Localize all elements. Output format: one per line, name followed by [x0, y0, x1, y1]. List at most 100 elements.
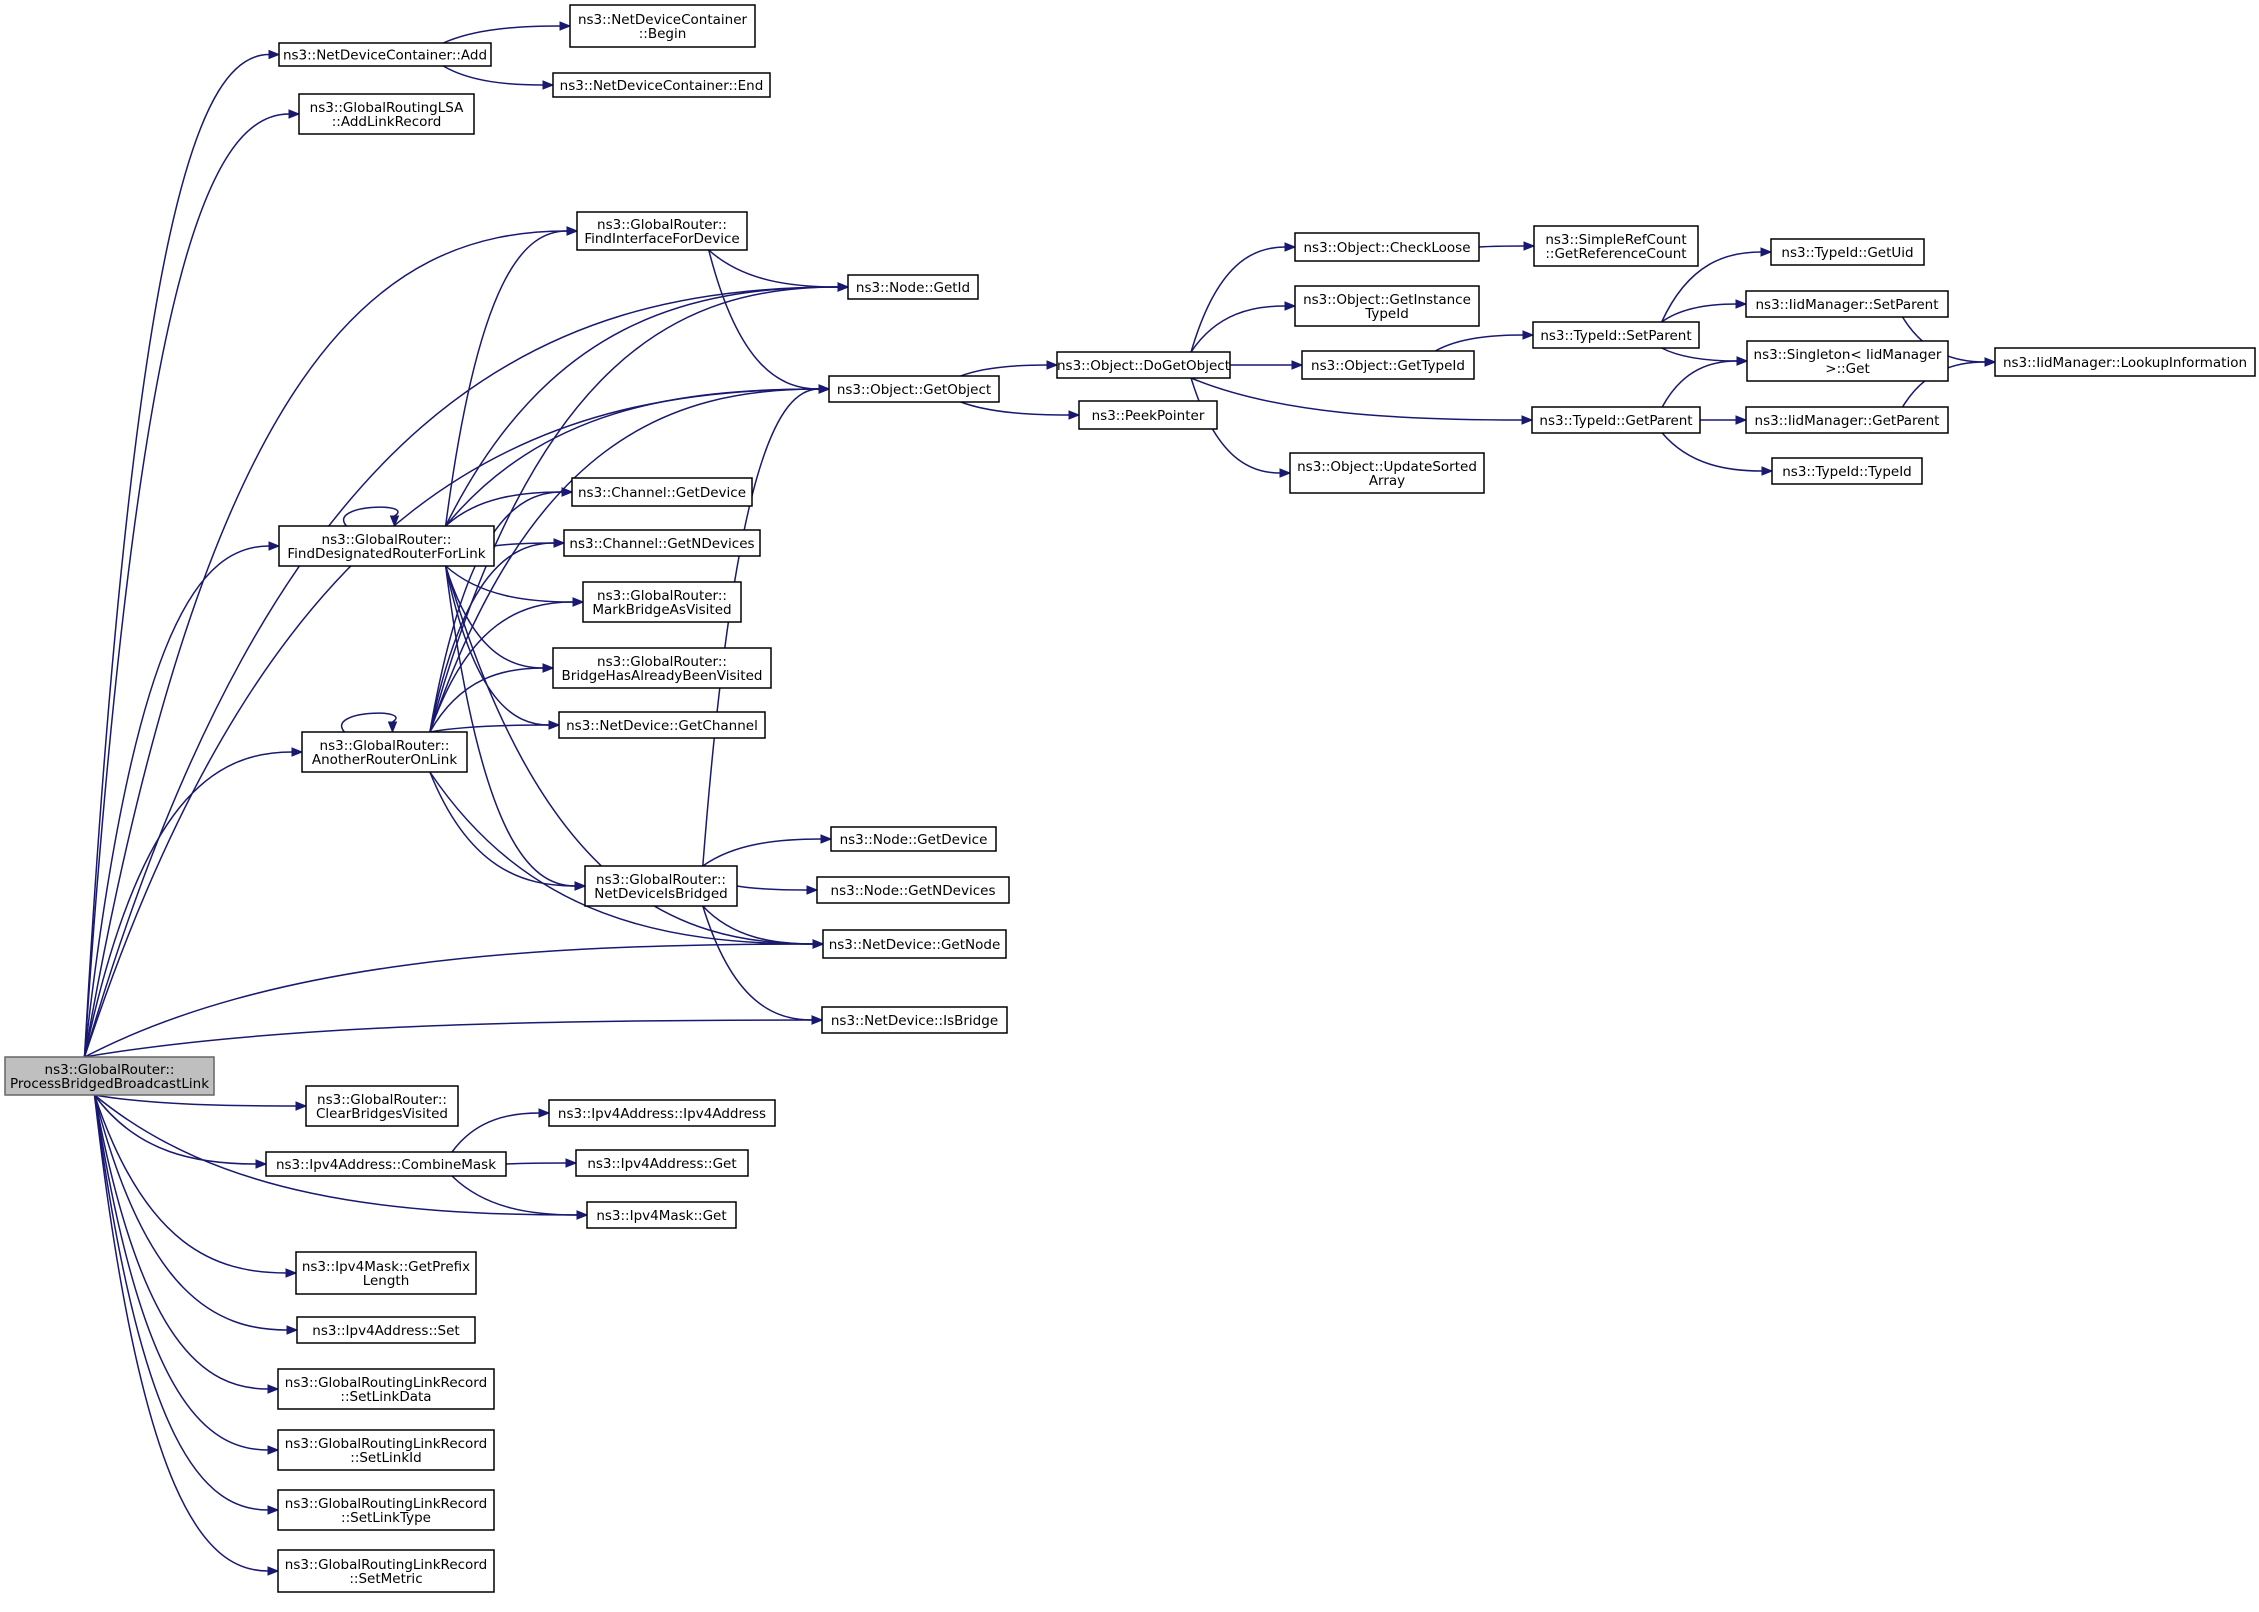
- edge-ndib-to-nd-isbridge: [702, 905, 824, 1025]
- node-ch-getdevice[interactable]: ns3::Channel::GetDevice: [571, 477, 753, 507]
- edge-root-to-glr-setlinkid: [93, 1094, 280, 1455]
- edge-arol-to-arol: [340, 712, 398, 734]
- node-label: BridgeHasAlreadyBeenVisited: [562, 668, 763, 684]
- edge-root-to-fdrfl: [83, 541, 281, 1058]
- edge-root-to-cbv: [94, 1094, 308, 1111]
- node-obj-getobject[interactable]: ns3::Object::GetObject: [828, 375, 1000, 403]
- node-singleton-get[interactable]: ns3::Singleton< IidManager>::Get: [1746, 340, 1949, 382]
- node-label: ::SetMetric: [349, 1571, 422, 1587]
- edge-obj-dogetobject-to-tid-getparent: [1190, 377, 1534, 425]
- node-src-getrefcount[interactable]: ns3::SimpleRefCount::GetReferenceCount: [1533, 225, 1699, 267]
- node-glr-setlinktype[interactable]: ns3::GlobalRoutingLinkRecord::SetLinkTyp…: [277, 1489, 495, 1531]
- node-label: AnotherRouterOnLink: [312, 752, 458, 768]
- node-mask-get[interactable]: ns3::Ipv4Mask::Get: [586, 1201, 737, 1229]
- edge-arol-to-ch-getndevices: [429, 538, 566, 733]
- node-ipv4-get[interactable]: ns3::Ipv4Address::Get: [575, 1149, 749, 1177]
- node-ch-getndevices[interactable]: ns3::Channel::GetNDevices: [563, 529, 761, 557]
- node-bhabv[interactable]: ns3::GlobalRouter::BridgeHasAlreadyBeenV…: [552, 647, 772, 689]
- node-label: ns3::Channel::GetNDevices: [569, 536, 754, 552]
- node-lsa-add[interactable]: ns3::GlobalRoutingLSA::AddLinkRecord: [298, 93, 475, 135]
- node-label: ns3::GlobalRouter::: [322, 532, 452, 548]
- node-node-getndevices[interactable]: ns3::Node::GetNDevices: [816, 876, 1010, 904]
- node-label: ns3::Ipv4Address::Ipv4Address: [558, 1106, 766, 1122]
- node-glr-setmetric[interactable]: ns3::GlobalRoutingLinkRecord::SetMetric: [277, 1549, 495, 1593]
- node-label: ns3::TypeId::SetParent: [1540, 328, 1691, 344]
- node-label: TypeId: [1364, 306, 1409, 322]
- edge-fdrfl-to-fifd: [444, 226, 579, 527]
- node-label: ns3::IidManager::GetParent: [1755, 413, 1940, 429]
- node-obj-gettypeid[interactable]: ns3::Object::GetTypeId: [1301, 350, 1475, 380]
- node-tid-typeid[interactable]: ns3::TypeId::TypeId: [1771, 457, 1923, 485]
- node-nd-getchannel[interactable]: ns3::NetDevice::GetChannel: [558, 711, 766, 739]
- edge-root-to-ndc-add: [83, 49, 281, 1058]
- node-label: ns3::Object::UpdateSorted: [1297, 459, 1477, 475]
- node-ndc-begin[interactable]: ns3::NetDeviceContainer::Begin: [569, 4, 756, 48]
- node-ipv4-ctor[interactable]: ns3::Ipv4Address::Ipv4Address: [548, 1099, 776, 1127]
- node-nd-isbridge[interactable]: ns3::NetDevice::IsBridge: [821, 1006, 1008, 1034]
- edge-ipv4-combine-to-mask-get: [451, 1175, 589, 1220]
- node-label: ns3::GlobalRoutingLinkRecord: [285, 1496, 487, 1512]
- node-arol[interactable]: ns3::GlobalRouter::AnotherRouterOnLink: [301, 731, 468, 773]
- node-cbv[interactable]: ns3::GlobalRouter::ClearBridgesVisited: [305, 1085, 459, 1127]
- node-ndc-end[interactable]: ns3::NetDeviceContainer::End: [552, 72, 771, 98]
- node-mark[interactable]: ns3::GlobalRouter::MarkBridgeAsVisited: [582, 581, 742, 623]
- edge-ipv4-combine-to-ipv4-get: [505, 1158, 578, 1168]
- node-tid-getuid[interactable]: ns3::TypeId::GetUid: [1770, 238, 1925, 266]
- node-label: ns3::Node::GetNDevices: [831, 883, 996, 899]
- node-glr-setlinkid[interactable]: ns3::GlobalRoutingLinkRecord::SetLinkId: [277, 1429, 495, 1471]
- edge-root-to-ipv4-set: [93, 1094, 299, 1335]
- node-iid-lookup[interactable]: ns3::IidManager::LookupInformation: [1994, 347, 2256, 377]
- node-label: ns3::Node::GetDevice: [840, 832, 988, 848]
- edge-ipv4-combine-to-ipv4-ctor: [451, 1108, 551, 1153]
- node-iid-getparent[interactable]: ns3::IidManager::GetParent: [1745, 406, 1949, 434]
- edge-ndib-to-obj-getobject: [702, 384, 831, 867]
- node-glr-setlinkdata[interactable]: ns3::GlobalRoutingLinkRecord::SetLinkDat…: [277, 1368, 495, 1410]
- node-obj-checkloose[interactable]: ns3::Object::CheckLoose: [1294, 232, 1480, 262]
- node-label: ::GetReferenceCount: [1545, 246, 1686, 262]
- node-nd-getnode[interactable]: ns3::NetDevice::GetNode: [822, 929, 1007, 959]
- edge-tid-getparent-to-singleton-get: [1661, 356, 1749, 408]
- node-ipv4-combine[interactable]: ns3::Ipv4Address::CombineMask: [265, 1151, 507, 1177]
- node-tid-setparent[interactable]: ns3::TypeId::SetParent: [1532, 321, 1700, 349]
- node-label: ns3::GlobalRouter::: [597, 588, 727, 604]
- edge-ndc-add-to-ndc-begin: [442, 21, 572, 44]
- node-fifd[interactable]: ns3::GlobalRouter::FindInterfaceForDevic…: [576, 211, 748, 251]
- edge-root-to-ipv4-combine: [93, 1094, 268, 1169]
- node-obj-dogetobject[interactable]: ns3::Object::DoGetObject: [1056, 351, 1231, 379]
- node-label: ns3::Ipv4Address::Set: [312, 1323, 459, 1339]
- node-label: ns3::Object::DoGetObject: [1057, 358, 1230, 374]
- node-iid-setparent[interactable]: ns3::IidManager::SetParent: [1745, 290, 1949, 318]
- node-fdrfl[interactable]: ns3::GlobalRouter::FindDesignatedRouterF…: [278, 525, 495, 567]
- node-node-getdevice[interactable]: ns3::Node::GetDevice: [830, 826, 997, 852]
- edge-arol-to-node-getid: [429, 282, 850, 733]
- node-label: ns3::Object::GetTypeId: [1311, 358, 1465, 374]
- edge-obj-getobject-to-peek: [960, 401, 1081, 420]
- node-ipv4-set[interactable]: ns3::Ipv4Address::Set: [296, 1316, 476, 1344]
- node-root[interactable]: ns3::GlobalRouter::ProcessBridgedBroadca…: [4, 1056, 215, 1096]
- node-label: FindDesignatedRouterForLink: [287, 546, 485, 562]
- node-ndib[interactable]: ns3::GlobalRouter::NetDeviceIsBridged: [584, 865, 738, 907]
- node-label: ns3::Node::GetId: [856, 280, 970, 296]
- node-label: ns3::GlobalRouter::: [317, 1092, 447, 1108]
- node-node-getid[interactable]: ns3::Node::GetId: [847, 274, 979, 300]
- node-label: >::Get: [1825, 361, 1869, 377]
- edge-tid-getparent-to-tid-typeid: [1661, 432, 1774, 476]
- node-label: MarkBridgeAsVisited: [592, 602, 731, 618]
- node-tid-getparent[interactable]: ns3::TypeId::GetParent: [1531, 406, 1701, 434]
- node-label: ProcessBridgedBroadcastLink: [10, 1076, 209, 1092]
- node-label: ns3::GlobalRoutingLinkRecord: [285, 1436, 487, 1452]
- node-label: ns3::GlobalRoutingLinkRecord: [285, 1557, 487, 1573]
- edge-ndib-to-nd-getnode: [702, 905, 825, 949]
- node-label: ns3::NetDevice::IsBridge: [831, 1013, 998, 1029]
- edge-root-to-nd-isbridge: [84, 1015, 824, 1058]
- node-ndc-add[interactable]: ns3::NetDeviceContainer::Add: [278, 42, 492, 67]
- node-label: ns3::GlobalRouter::: [597, 217, 727, 233]
- node-label: ns3::GlobalRouter::: [45, 1062, 175, 1078]
- node-label: ns3::Ipv4Mask::GetPrefix: [302, 1259, 470, 1275]
- edge-root-to-glr-setlinkdata: [93, 1094, 280, 1394]
- node-peek[interactable]: ns3::PeekPointer: [1078, 400, 1218, 430]
